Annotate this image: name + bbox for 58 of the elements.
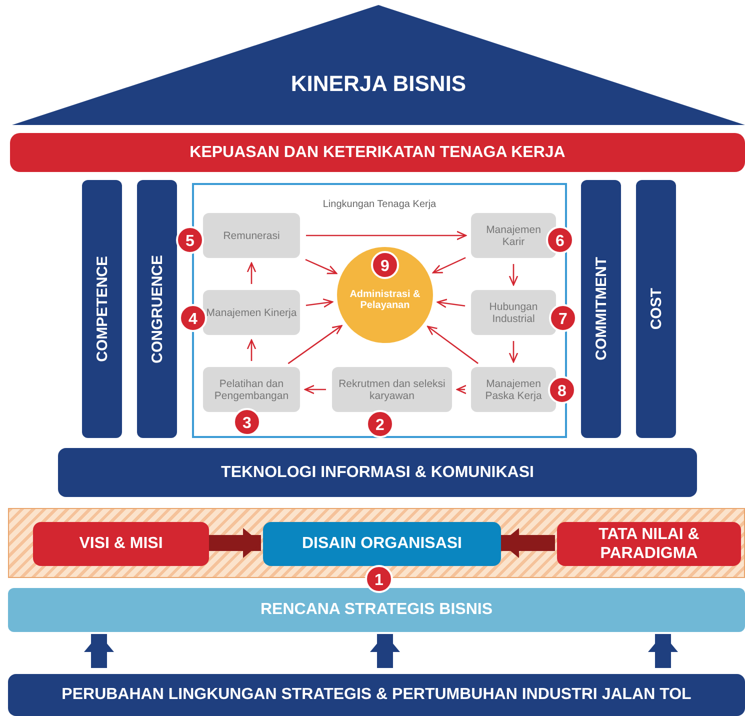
banner-title: VISI & MISI [79, 534, 163, 554]
banner-box [557, 522, 741, 566]
banner-bar [10, 133, 745, 172]
pillar [581, 180, 621, 438]
arrow [304, 384, 326, 394]
box-label: Remunerasi [223, 230, 280, 242]
arrow [305, 258, 338, 274]
arrow [432, 257, 466, 274]
banner-bar [58, 448, 697, 497]
block-arrow [501, 528, 555, 558]
block-arrow [370, 634, 400, 668]
pillar-title: COST [648, 288, 664, 330]
banner-box [33, 522, 209, 566]
banner-title: DISAIN ORGANISASI [302, 535, 462, 553]
number-badge: 4 [179, 304, 207, 332]
arrow [508, 264, 518, 286]
arrow [246, 339, 256, 361]
number-badge: 8 [548, 376, 576, 404]
panel-heading: Lingkungan Tenaga Kerja [322, 199, 436, 210]
number-badge: 3 [233, 408, 261, 436]
arrow [306, 230, 467, 240]
banner-box [263, 522, 501, 566]
number-badge: 5 [176, 226, 204, 254]
banner-title: KEPUASAN DAN KETERIKATAN TENAGA KERJA [190, 144, 566, 162]
arrow [288, 324, 342, 364]
block-arrow [84, 634, 114, 668]
arrow [246, 262, 256, 284]
box-label: Rekrutmen dan seleksi karyawan [338, 378, 446, 402]
arrow [306, 298, 334, 308]
block-arrow [209, 528, 261, 558]
box-label: Manajemen Kinerja [206, 306, 297, 318]
number-badge: 2 [366, 410, 394, 438]
arrow [436, 298, 466, 308]
box-label: Pelatihan dan Pengembangan [213, 378, 290, 402]
pillar-title: COMPETENCE [94, 256, 110, 362]
banner-title: TATA NILAI & PARADIGMA [598, 524, 700, 564]
pillar [82, 180, 122, 438]
block-arrow [648, 634, 678, 668]
number-badge: 7 [549, 304, 577, 332]
number-badge: 1 [365, 565, 393, 593]
arrow [427, 326, 478, 364]
roof-title: KINERJA BISNIS [290, 71, 466, 97]
banner-title: RENCANA STRATEGIS BISNIS [260, 601, 492, 619]
number-badge: 9 [371, 251, 399, 279]
pillar-title: COMMITMENT [592, 257, 610, 361]
banner-title: TEKNOLOGI INFORMASI & KOMUNIKASI [221, 464, 534, 482]
number-badge: 6 [546, 226, 574, 254]
arrow [456, 384, 467, 394]
box-label: Manajemen Paska Kerja [484, 378, 543, 402]
box-label: Hubungan Industrial [488, 300, 539, 324]
circle-label: Administrasi & Pelayanan [348, 289, 422, 311]
pillar [137, 180, 177, 438]
banner-bar [8, 674, 745, 716]
arrow [508, 341, 518, 363]
pillar [636, 180, 676, 438]
banner-title: PERUBAHAN LINGKUNGAN STRATEGIS & PERTUMBUHAN INDUSTRI JALAN TOL [62, 686, 692, 704]
box-label: Manajemen Karir [485, 224, 542, 248]
pillar-title: CONGRUENCE [148, 254, 166, 364]
